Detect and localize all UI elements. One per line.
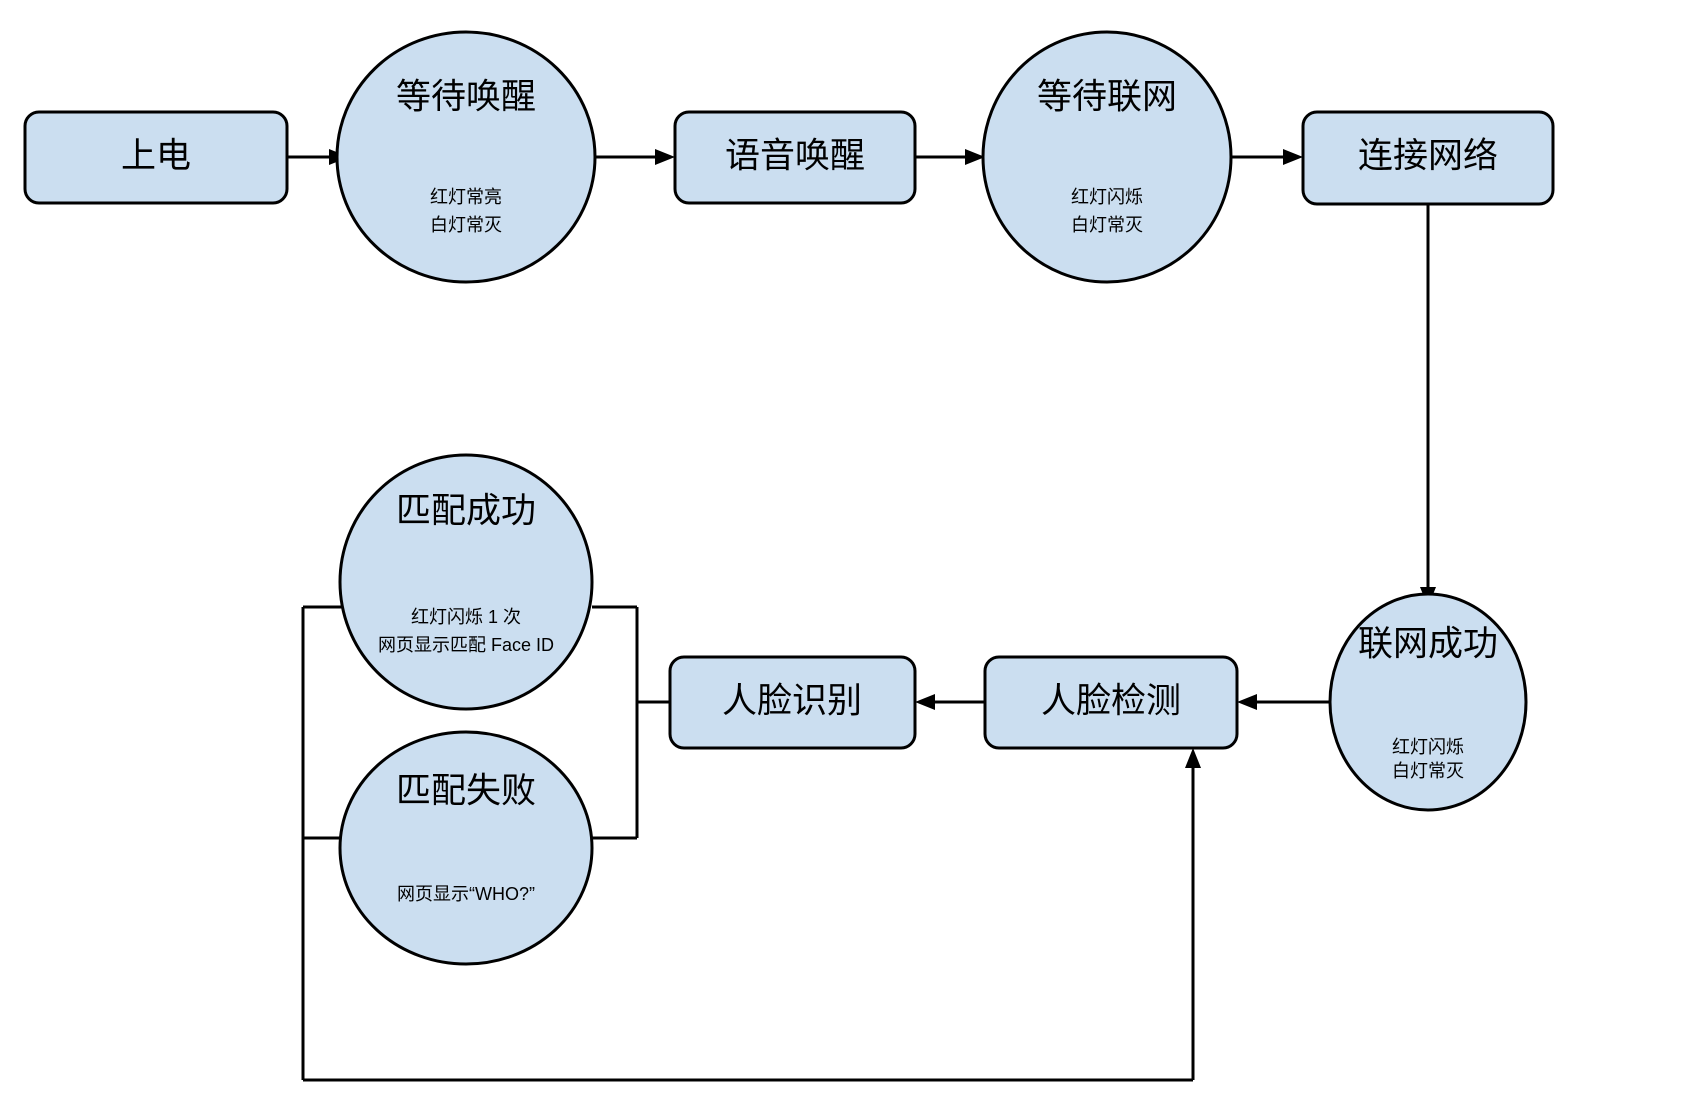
node-face-detect[interactable]: 人脸检测 [983, 655, 1239, 750]
node-connect-network-shape[interactable] [1301, 110, 1555, 206]
node-await-network-label: 等待联网 [1037, 77, 1177, 116]
node-face-recognize[interactable]: 人脸识别 [668, 655, 917, 750]
node-match-fail-label: 匹配失败 [396, 771, 536, 810]
node-connect-network[interactable]: 连接网络 [1301, 110, 1555, 206]
node-await-network[interactable]: 等待联网 红灯闪烁 白灯常灭 [981, 30, 1233, 284]
node-await-wake-label: 等待唤醒 [396, 77, 536, 116]
node-face-detect-label: 人脸检测 [1041, 681, 1181, 720]
edge-face-recognize-to-match-results [592, 605, 670, 840]
node-network-ok-label: 联网成功 [1358, 624, 1498, 663]
node-face-recognize-shape[interactable] [668, 655, 917, 750]
edge-await-wake-to-voice-wake [595, 149, 675, 165]
arrowhead-icon [915, 694, 935, 710]
node-voice-wake-label: 语音唤醒 [725, 136, 865, 175]
node-await-network-sub-1: 红灯闪烁 [1071, 187, 1143, 207]
node-face-recognize-label: 人脸识别 [722, 681, 862, 720]
node-match-success[interactable]: 匹配成功 红灯闪烁 1 次 网页显示匹配 Face ID [338, 453, 594, 711]
node-match-success-sub-2: 网页显示匹配 Face ID [378, 635, 554, 655]
node-await-network-sub-2: 白灯常灭 [1071, 215, 1143, 235]
nodes-layer: 上电 等待唤醒 红灯常亮 白灯常灭 语音唤醒 等待联网 红灯闪烁 白灯常灭 [23, 30, 1555, 966]
node-await-wake-sub-2: 白灯常灭 [430, 215, 502, 235]
edge-connect-network-to-network-ok [1420, 204, 1436, 607]
node-match-success-label: 匹配成功 [396, 491, 536, 530]
node-power-on-shape[interactable] [23, 110, 289, 205]
node-voice-wake-shape[interactable] [673, 110, 917, 205]
arrowhead-icon [1237, 694, 1257, 710]
node-await-wake-shape[interactable] [335, 30, 597, 284]
node-match-fail-shape[interactable] [338, 730, 594, 966]
node-connect-network-label: 连接网络 [1358, 136, 1498, 175]
node-await-network-shape[interactable] [981, 30, 1233, 284]
node-power-on[interactable]: 上电 [23, 110, 289, 205]
node-network-ok-sub-1: 红灯闪烁 [1392, 737, 1464, 757]
node-network-ok[interactable]: 联网成功 红灯闪烁 白灯常灭 [1328, 592, 1528, 812]
node-power-on-label: 上电 [121, 136, 191, 175]
edges-layer [287, 149, 1436, 1082]
node-network-ok-shape[interactable] [1328, 592, 1528, 812]
node-await-wake-sub-1: 红灯常亮 [430, 187, 502, 207]
edge-face-detect-to-face-recognize [915, 694, 985, 710]
edge-await-network-to-connect-network [1231, 149, 1303, 165]
arrowhead-icon [1283, 149, 1303, 165]
edge-network-ok-to-face-detect [1237, 694, 1330, 710]
node-face-detect-shape[interactable] [983, 655, 1239, 750]
node-match-success-sub-1: 红灯闪烁 1 次 [411, 607, 521, 627]
node-network-ok-sub-2: 白灯常灭 [1392, 761, 1464, 781]
node-voice-wake[interactable]: 语音唤醒 [673, 110, 917, 205]
node-match-fail-sub-1: 网页显示“WHO?” [397, 884, 535, 904]
edge-match-fail-to-face-detect [301, 605, 1201, 1082]
arrowhead-icon [1185, 748, 1201, 768]
arrowhead-icon [965, 149, 985, 165]
edge-voice-wake-to-await-network [915, 149, 985, 165]
node-match-success-shape[interactable] [338, 453, 594, 711]
node-match-fail[interactable]: 匹配失败 网页显示“WHO?” [338, 730, 594, 966]
arrowhead-icon [655, 149, 675, 165]
node-await-wake[interactable]: 等待唤醒 红灯常亮 白灯常灭 [335, 30, 597, 284]
